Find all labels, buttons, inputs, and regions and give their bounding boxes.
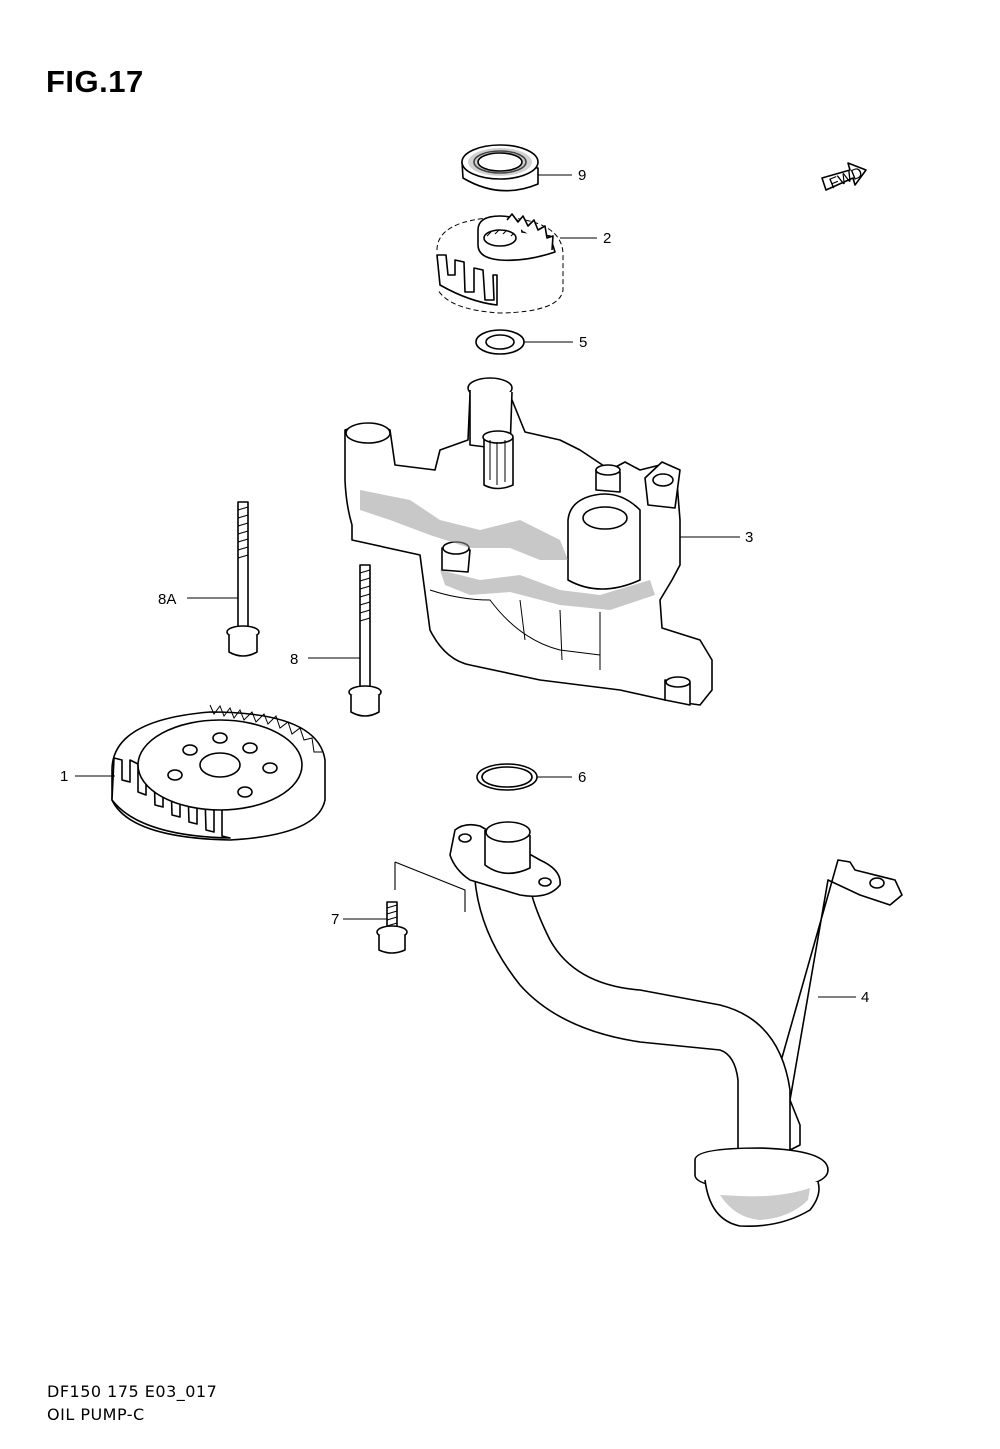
fwd-label: FWD <box>827 164 865 193</box>
callout-8a: 8A <box>158 591 176 608</box>
part-8-bolt[interactable] <box>348 564 382 717</box>
callout-4: 4 <box>861 989 869 1006</box>
callout-2: 2 <box>603 230 611 247</box>
part-1-driven-gear[interactable] <box>111 704 326 841</box>
callout-9: 9 <box>578 167 586 184</box>
part-5-washer[interactable] <box>475 329 525 355</box>
callout-7: 7 <box>331 911 339 928</box>
part-3-oil-pump[interactable] <box>344 377 713 706</box>
bolt-7-reference-line <box>394 861 466 912</box>
callout-6: 6 <box>578 769 586 786</box>
callout-8: 8 <box>290 651 298 668</box>
callout-3: 3 <box>745 529 753 546</box>
part-7-bolt[interactable] <box>376 901 408 954</box>
callout-5: 5 <box>579 334 587 351</box>
part-6-o-ring[interactable] <box>476 763 538 791</box>
forward-arrow-icon: FWD <box>821 162 867 193</box>
callout-1: 1 <box>60 768 68 785</box>
part-9-bearing[interactable] <box>461 144 539 192</box>
part-2-gear[interactable] <box>436 213 564 314</box>
diagram-name: OIL PUMP-C <box>47 1405 145 1424</box>
diagram-code: DF150 175 E03_017 <box>47 1382 218 1401</box>
part-4-oil-strainer[interactable] <box>449 821 903 1227</box>
figure-title: FIG.17 <box>46 64 144 99</box>
part-8a-bolt[interactable] <box>226 501 260 657</box>
